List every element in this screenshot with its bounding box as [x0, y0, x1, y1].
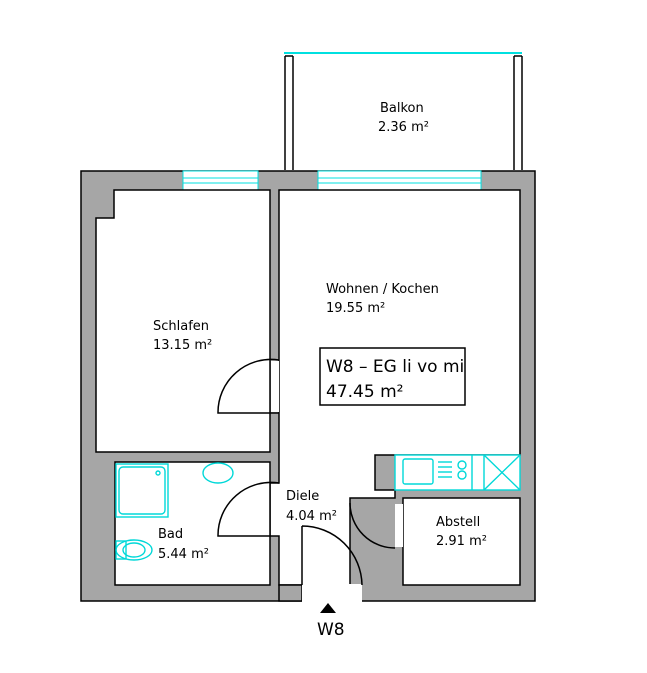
room-name-wohnen: Wohnen / Kochen	[326, 282, 439, 297]
room-area-abstell: 2.91 m²	[436, 534, 487, 549]
toilet	[115, 539, 153, 561]
door-opening	[271, 361, 279, 412]
room-abstell	[402, 497, 521, 586]
wall-segment	[278, 584, 303, 602]
window-schlafen	[182, 170, 259, 191]
room-area-bad: 5.44 m²	[158, 547, 209, 562]
room-name-diele: Diele	[286, 489, 319, 504]
room-name-schlafen: Schlafen	[153, 319, 209, 334]
unit-total-area: 47.45 m²	[326, 382, 403, 402]
shower-tray	[115, 463, 169, 518]
door-opening	[395, 504, 403, 547]
door-schlafen[interactable]	[217, 358, 280, 414]
room-name-balkon: Balkon	[380, 101, 424, 116]
door-bad[interactable]	[217, 481, 280, 537]
window-wohnen	[317, 170, 482, 191]
entrance-opening	[302, 584, 362, 602]
room-bad	[114, 461, 271, 586]
room-area-schlafen: 13.15 m²	[153, 338, 212, 353]
room-name-abstell: Abstell	[436, 515, 480, 530]
door-opening	[271, 484, 279, 535]
balcony	[284, 52, 523, 170]
unit-label-box	[319, 347, 466, 406]
kitchen-counter	[394, 454, 521, 491]
room-area-diele: 4.04 m²	[286, 509, 337, 524]
sink	[202, 462, 234, 484]
unit-label: W8 – EG li vo mi	[326, 357, 464, 377]
room-name-bad: Bad	[158, 527, 183, 542]
door-entrance[interactable]	[301, 525, 363, 586]
door-abstell[interactable]	[349, 502, 396, 549]
room-area-balkon: 2.36 m²	[378, 120, 429, 135]
room-area-wohnen: 19.55 m²	[326, 301, 385, 316]
entrance-marker-icon	[320, 603, 336, 613]
entrance-label: W8	[317, 620, 345, 640]
room-schlafen	[95, 189, 271, 453]
